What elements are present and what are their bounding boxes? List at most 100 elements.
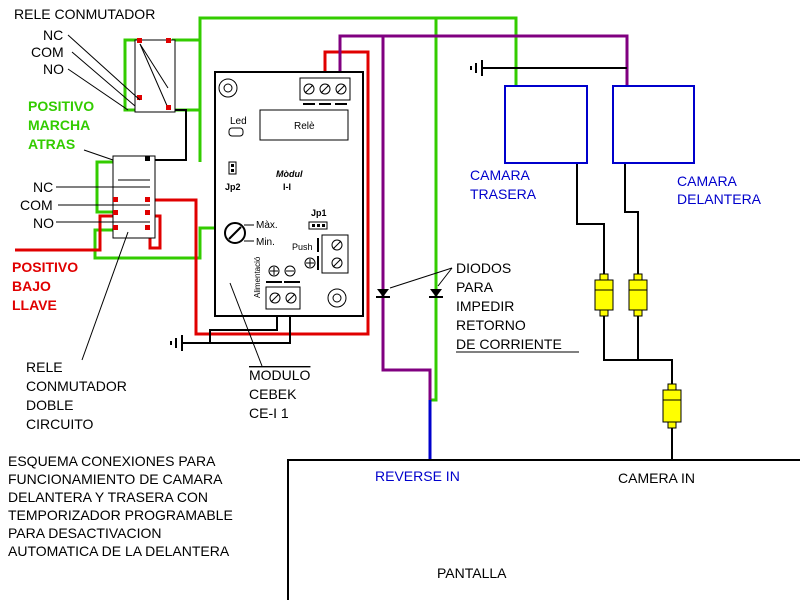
jp1-label: Jp1: [311, 208, 327, 218]
modul-name-line2: I-I: [283, 182, 291, 192]
relay-double-com-label: COM: [20, 197, 53, 213]
diodes-caption: DIODOS PARA IMPEDIR RETORNO DE CORRIENTE: [456, 260, 562, 352]
description-line4: TEMPORIZADOR PROGRAMABLE: [8, 507, 233, 523]
purple-wire-diode-line: [381, 36, 432, 400]
module-relay-box: [259, 109, 349, 141]
alimentacio-label: Alimentació: [253, 256, 262, 298]
black-wire-rca-to-screen: [638, 359, 673, 386]
jp2-jumper: [228, 161, 237, 175]
mounting-hole-bottom-right: [327, 288, 347, 308]
black-wire-ground-bottom: [182, 310, 291, 344]
black-wires: [135, 67, 673, 386]
red-wire-module-top: [150, 50, 370, 336]
description-line5: PARA DESACTIVACION: [8, 525, 162, 541]
black-wire-front-cam-video: [624, 163, 639, 278]
diodes-leader-lines: [389, 267, 453, 289]
rca-connector-screen: [662, 383, 682, 429]
rca-connector-rear: [594, 273, 614, 317]
pantalla-label: PANTALLA: [437, 565, 507, 581]
ground-symbol-bottom: [170, 335, 183, 351]
push-ground-icon: [304, 257, 316, 269]
positivo-marcha-label: POSITIVO MARCHA ATRAS: [28, 98, 94, 152]
push-terminal: [321, 234, 349, 274]
jp2-label: Jp2: [225, 182, 241, 192]
positivo-marcha-line2: MARCHA: [28, 117, 90, 133]
positivo-marcha-leader: [83, 149, 114, 161]
relay-double-caption-line2: CONMUTADOR: [26, 378, 127, 394]
red-wire-left-feed: [15, 214, 118, 252]
rca-connector-front: [628, 273, 648, 317]
positivo-llave-label: POSITIVO BAJO LLAVE: [12, 259, 78, 313]
camera-front-line2: DELANTERA: [677, 191, 762, 207]
description-line3: DELANTERA Y TRASERA CON: [8, 489, 208, 505]
positivo-marcha-line1: POSITIVO: [28, 98, 94, 114]
mounting-hole-top-left: [218, 78, 238, 98]
camera-in-label: CAMERA IN: [618, 470, 695, 486]
diodes-caption-line2: PARA: [456, 279, 494, 295]
positivo-marcha-line3: ATRAS: [28, 136, 75, 152]
purple-wire-front-camera: [338, 34, 629, 86]
relay-double-no-label: NO: [33, 215, 54, 231]
green-wire-diode-line: [430, 18, 438, 402]
relay-double-caption-line1: RELE: [26, 359, 63, 375]
relay-double-caption: RELE CONMUTADOR DOBLE CIRCUITO: [26, 359, 127, 432]
relay-double-caption-line3: DOBLE: [26, 397, 73, 413]
relay-double-leader-lines: [56, 186, 150, 361]
camera-rear-label: CAMARA TRASERA: [470, 167, 537, 202]
alimentacio-terminal: [265, 286, 301, 310]
camera-rear-line2: TRASERA: [470, 186, 537, 202]
description-line1: ESQUEMA CONEXIONES PARA: [8, 453, 216, 469]
module-caption-line3: CE-I 1: [249, 405, 289, 421]
modul-name-line1: Mòdul: [276, 169, 303, 179]
relay-top-title: RELE CONMUTADOR: [14, 6, 155, 22]
module-relay-label: Relè: [294, 121, 315, 132]
description-line2: FUNCIONAMIENTO DE CAMARA: [8, 471, 223, 487]
pot-min-label: Min.: [256, 237, 275, 248]
relay-double-caption-line4: CIRCUITO: [26, 416, 94, 432]
plus-symbol-icon: [268, 265, 280, 277]
pantalla-outline: [287, 459, 800, 600]
camera-front-label: CAMARA DELANTERA: [677, 173, 762, 207]
relay-conmutador-top: [134, 38, 176, 113]
relay-top-leader-lines: [67, 34, 141, 111]
push-label: Push: [292, 242, 313, 252]
camera-rear-box: [504, 85, 588, 164]
schematic-description: ESQUEMA CONEXIONES PARA FUNCIONAMIENTO D…: [8, 453, 233, 559]
module-caption-line2: CEBEK: [249, 386, 297, 402]
module-cebek-board: Led Relè Jp2 Mòdul I-I Jp1 Màx. Min. Pus…: [214, 71, 364, 317]
relay-top-com-label: COM: [31, 44, 64, 60]
camera-front-line1: CAMARA: [677, 173, 738, 189]
diodes-caption-line5: DE CORRIENTE: [456, 336, 562, 352]
diode-green-line: [429, 289, 443, 298]
black-wire-rca-join: [603, 312, 639, 361]
positivo-llave-line2: BAJO: [12, 278, 51, 294]
description-line6: AUTOMATICA DE LA DELANTERA: [8, 543, 230, 559]
relay-double-nc-label: NC: [33, 179, 53, 195]
led-indicator: [228, 127, 244, 137]
ground-symbol-top: [470, 60, 483, 76]
camera-front-box: [612, 85, 695, 164]
pot-max-label: Màx.: [256, 220, 278, 231]
module-caption-line1: MODULO: [249, 367, 311, 383]
led-label: Led: [230, 116, 247, 127]
module-caption: MODULO CEBEK CE-I 1: [249, 367, 311, 421]
relay-top-nc-label: NC: [43, 27, 63, 43]
reverse-in-label: REVERSE IN: [375, 468, 460, 484]
black-wire-rear-cam-video: [576, 163, 605, 278]
diodes-caption-line3: IMPEDIR: [456, 298, 514, 314]
black-wire-relay-to-module: [150, 109, 187, 161]
relay-doble-circuito: [112, 155, 156, 239]
black-wire-power-bottom: [209, 310, 278, 343]
module-caption-leader: [229, 282, 263, 367]
positivo-llave-line3: LLAVE: [12, 297, 57, 313]
positivo-llave-line1: POSITIVO: [12, 259, 78, 275]
diodes-caption-line4: RETORNO: [456, 317, 526, 333]
minus-symbol-icon: [284, 265, 296, 277]
purple-wires: [338, 34, 629, 400]
diode-purple-line: [376, 289, 390, 298]
camera-rear-line1: CAMARA: [470, 167, 531, 183]
diodes-caption-line1: DIODOS: [456, 260, 511, 276]
green-wire-to-rear-camera: [172, 16, 518, 86]
relay-top-no-label: NO: [43, 61, 64, 77]
